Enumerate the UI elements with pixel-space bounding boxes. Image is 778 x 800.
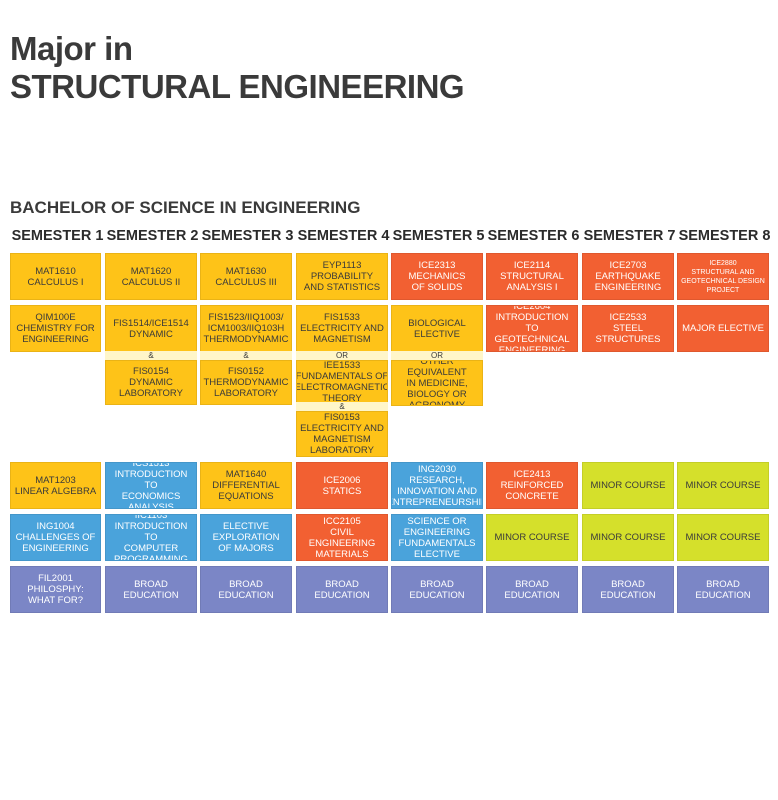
course-minor-s7-1: MINOR COURSE bbox=[582, 462, 674, 509]
semester-header-3: SEMESTER 3 bbox=[201, 228, 294, 244]
semester-header-8: SEMESTER 8 bbox=[678, 228, 771, 244]
program-subtitle: BACHELOR OF SCIENCE IN ENGINEERING bbox=[10, 198, 361, 217]
course-minor-s8-1: MINOR COURSE bbox=[677, 462, 769, 509]
and-connector-sem2: & bbox=[105, 351, 197, 361]
semester-header-7: SEMESTER 7 bbox=[583, 228, 676, 244]
or-connector-sem4: OR bbox=[296, 351, 388, 361]
or-connector-sem5: OR bbox=[391, 351, 483, 361]
title-line-1: Major in bbox=[10, 30, 133, 67]
semester-header-6: SEMESTER 6 bbox=[487, 228, 580, 244]
course-minor-s7-2: MINOR COURSE bbox=[582, 514, 674, 561]
semester-header-1: SEMESTER 1 bbox=[11, 228, 104, 244]
course-minor-s8-2: MINOR COURSE bbox=[677, 514, 769, 561]
semester-header-2: SEMESTER 2 bbox=[106, 228, 199, 244]
title-line-2: STRUCTURAL ENGINEERING bbox=[10, 68, 465, 105]
course-minor-s6: MINOR COURSE bbox=[486, 514, 578, 561]
and-connector-sem4: & bbox=[296, 402, 388, 412]
course-major-elective: MAJOR ELECTIVE bbox=[677, 305, 769, 352]
and-connector-sem3: & bbox=[200, 351, 292, 361]
semester-header-4: SEMESTER 4 bbox=[297, 228, 390, 244]
page-title: Major in STRUCTURAL ENGINEERING bbox=[10, 30, 465, 106]
semester-header-5: SEMESTER 5 bbox=[392, 228, 485, 244]
